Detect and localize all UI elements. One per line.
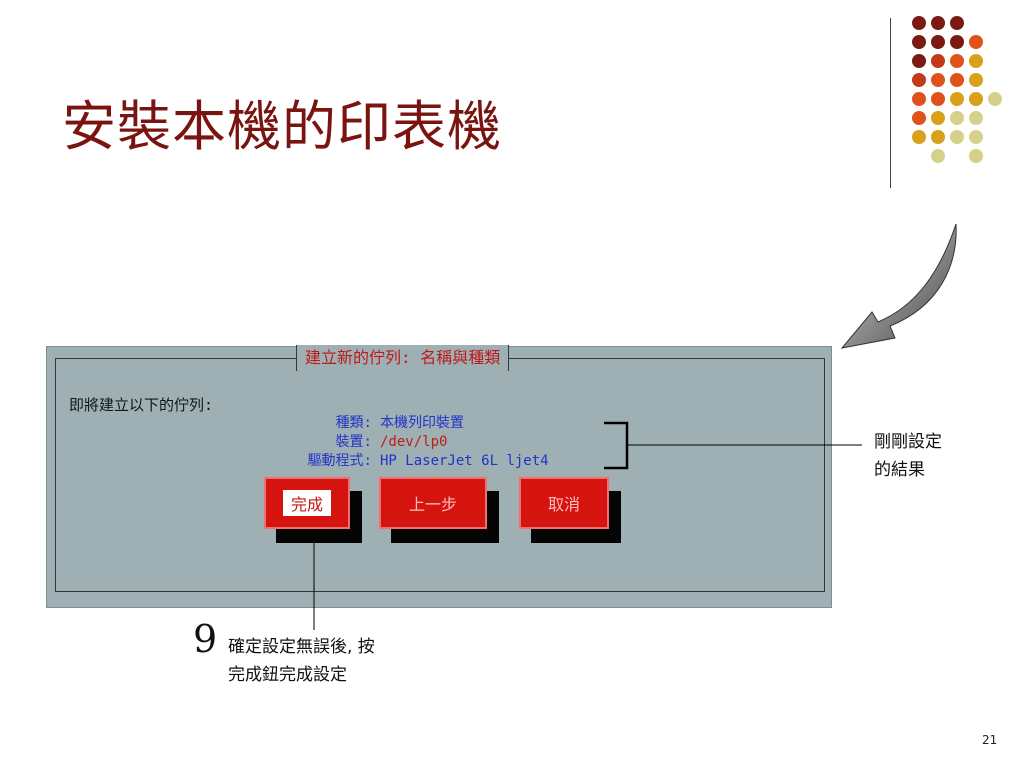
decorative-dot xyxy=(931,130,945,144)
curved-arrow-icon xyxy=(840,223,957,349)
queue-info: 種類: 本機列印裝置 裝置: /dev/lp0 驅動程式: HP LaserJet 6… xyxy=(273,414,549,471)
decorative-dot xyxy=(912,130,926,144)
result-callout-line: 剛剛設定 xyxy=(874,432,942,452)
back-button[interactable]: 上一步 xyxy=(379,477,487,529)
info-value: 本機列印裝置 xyxy=(380,415,464,431)
decorative-dot xyxy=(931,111,945,125)
decorative-dot xyxy=(969,35,983,49)
printer-dialog: 建立新的佇列: 名稱與種類 即將建立以下的佇列: 種類: 本機列印裝置 裝置: /d… xyxy=(46,345,832,608)
decorative-dot xyxy=(988,92,1002,106)
decorative-dot xyxy=(931,92,945,106)
finish-button[interactable]: 完成 xyxy=(264,477,350,529)
decorative-dot xyxy=(912,16,926,30)
decorative-dot xyxy=(969,111,983,125)
step-callout: 確定設定無誤後, 按 完成鈕完成設定 xyxy=(228,633,375,689)
step-callout-line: 確定設定無誤後, 按 xyxy=(228,637,375,657)
back-button-label: 上一步 xyxy=(408,495,457,514)
decorative-dot xyxy=(931,73,945,87)
info-label: 裝置: xyxy=(335,434,372,450)
dialog-frame: 建立新的佇列: 名稱與種類 xyxy=(55,345,825,592)
decorative-dot xyxy=(931,35,945,49)
info-row-type: 種類: 本機列印裝置 xyxy=(273,414,549,433)
cancel-button-group: 取消 xyxy=(519,477,621,543)
decorative-divider xyxy=(890,18,891,188)
info-row-device: 裝置: /dev/lp0 xyxy=(273,433,549,452)
decorative-dot xyxy=(969,92,983,106)
decorative-dot xyxy=(950,130,964,144)
decorative-dot xyxy=(931,149,945,163)
decorative-dot xyxy=(912,111,926,125)
info-label: 種類: xyxy=(335,415,372,431)
decorative-dot xyxy=(950,92,964,106)
back-button-group: 上一步 xyxy=(379,477,499,543)
cancel-button-label: 取消 xyxy=(547,495,580,514)
info-value: /dev/lp0 xyxy=(380,434,448,450)
decorative-dot xyxy=(950,111,964,125)
decorative-dot xyxy=(912,73,926,87)
info-value: HP LaserJet 6L ljet4 xyxy=(380,453,549,469)
decorative-dot xyxy=(950,16,964,30)
result-callout-line: 的結果 xyxy=(874,460,925,480)
decorative-dot xyxy=(912,35,926,49)
cancel-button[interactable]: 取消 xyxy=(519,477,609,529)
step-callout-line: 完成鈕完成設定 xyxy=(228,665,347,685)
decorative-dot xyxy=(912,92,926,106)
decorative-dot xyxy=(969,73,983,87)
dialog-intro-text: 即將建立以下的佇列: xyxy=(69,396,214,414)
decorative-dot xyxy=(969,54,983,68)
dialog-title: 建立新的佇列: 名稱與種類 xyxy=(296,345,510,371)
decorative-dot xyxy=(950,54,964,68)
finish-button-label: 完成 xyxy=(282,490,331,516)
finish-button-group: 完成 xyxy=(264,477,362,543)
decorative-dot xyxy=(912,54,926,68)
decorative-dot xyxy=(950,35,964,49)
slide-title: 安裝本機的印表機 xyxy=(62,95,502,158)
result-callout: 剛剛設定 的結果 xyxy=(874,428,942,484)
decorative-dot xyxy=(969,149,983,163)
decorative-dot xyxy=(950,73,964,87)
info-label: 驅動程式: xyxy=(307,453,372,469)
decorative-dot xyxy=(969,130,983,144)
step-number: 9 xyxy=(193,617,218,661)
decorative-dot xyxy=(931,54,945,68)
decorative-dot xyxy=(931,16,945,30)
page-number: 21 xyxy=(982,733,998,747)
info-row-driver: 驅動程式: HP LaserJet 6L ljet4 xyxy=(273,452,549,471)
